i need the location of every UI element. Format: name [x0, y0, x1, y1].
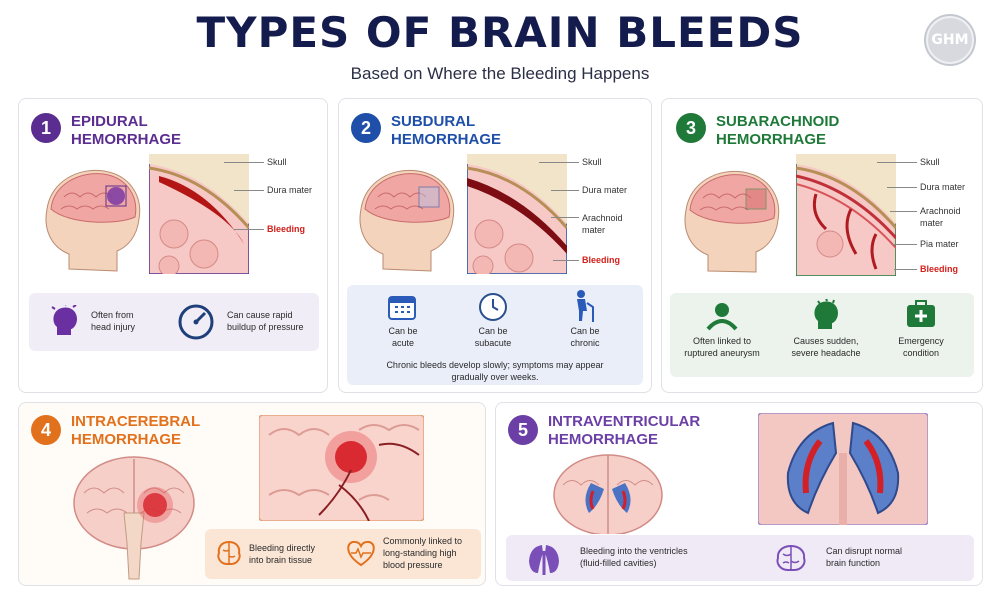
card-intraventricular: 5 INTRAVENTRICULAR HEMORRHAGE Bleeding i… [495, 402, 983, 586]
ventricles-icon [529, 545, 559, 575]
head-injury-icon [51, 305, 77, 335]
facts-box: Bleeding into the ventricles (fluid-fill… [506, 535, 974, 581]
logo-text: GHM [931, 32, 969, 48]
layer-label: Arachnoid mater [920, 206, 961, 228]
intracerebral-closeup [259, 415, 424, 521]
ventricle-closeup [758, 413, 928, 525]
head-profile-illustration [684, 170, 780, 273]
fact-text: Can be acute [388, 326, 418, 348]
facts-box: Bleeding directly into brain tissue Comm… [205, 529, 481, 579]
page-subtitle: Based on Where the Bleeding Happens [350, 64, 650, 83]
fact-text: Bleeding directly into brain tissue [249, 543, 316, 565]
page-title: TYPES OF BRAIN BLEEDS [196, 8, 804, 57]
calendar-icon [388, 296, 416, 320]
aneurysm-icon [706, 303, 738, 331]
epidural-cross-section [149, 154, 249, 274]
fact-text: Can be subacute [474, 326, 512, 348]
head-profile-illustration [359, 169, 455, 272]
brain-outline-icon [776, 544, 806, 571]
layer-label: Pia mater [920, 239, 959, 249]
fact-text: Bleeding into the ventricles (fluid-fill… [580, 546, 688, 568]
heart-pulse-icon [347, 540, 375, 567]
fact-text: Emergency condition [898, 336, 944, 358]
emergency-kit-icon [907, 300, 935, 327]
brain-icon [217, 540, 241, 565]
layer-label: Skull [920, 157, 940, 167]
fact-text: Commonly linked to long-standing high bl… [383, 536, 463, 570]
fact-text: Can cause rapid buildup of pressure [227, 310, 304, 332]
chronic-note: Chronic bleeds develop slowly; symptoms … [386, 360, 604, 382]
layer-label: Dura mater [920, 182, 966, 192]
headache-icon [814, 299, 838, 329]
card-number: 1 [31, 113, 61, 143]
fact-text: Can be chronic [570, 326, 600, 348]
card-number: 2 [351, 113, 381, 143]
card-number: 3 [676, 113, 706, 143]
fact-text: Often from head injury [91, 310, 136, 332]
fact-text: Often linked to ruptured aneurysm [684, 336, 760, 358]
bleeding-label: Bleeding [582, 255, 621, 265]
subdural-cross-section [467, 154, 567, 274]
clock-icon [479, 293, 507, 321]
layer-label: Dura mater [267, 185, 313, 195]
card-heading: EPIDURAL HEMORRHAGE [71, 113, 182, 148]
brain-coronal-illustration [73, 456, 195, 580]
facts-box: Can be acute Can be subacute Can be chro… [347, 285, 643, 385]
fact-text: Can disrupt normal brain function [826, 546, 903, 568]
facts-box: Often linked to ruptured aneurysm Causes… [670, 293, 974, 377]
fact-text: Causes sudden, severe headache [791, 336, 861, 358]
pressure-gauge-icon [178, 304, 214, 340]
card-heading: INTRACEREBRAL HEMORRHAGE [71, 413, 201, 448]
card-epidural: 1 EPIDURAL HEMORRHAGE Skull Dura mater B… [18, 98, 328, 393]
card-number: 5 [508, 415, 538, 445]
brain-coronal-illustration [553, 454, 663, 534]
elderly-person-icon [577, 290, 594, 322]
subarachnoid-cross-section [796, 154, 896, 276]
card-intracerebral: 4 INTRACEREBRAL HEMORRHAGE Bleeding dire… [18, 402, 486, 586]
card-heading: SUBDURAL HEMORRHAGE [391, 113, 502, 148]
bleeding-label: Bleeding [267, 224, 306, 234]
layer-label: Dura mater [582, 185, 628, 195]
bleeding-label: Bleeding [920, 264, 959, 274]
layer-label: Skull [582, 157, 602, 167]
layer-label: Skull [267, 157, 287, 167]
card-heading: SUBARACHNOID HEMORRHAGE [716, 113, 840, 148]
ghm-logo: GHM [926, 16, 974, 64]
card-heading: INTRAVENTRICULAR HEMORRHAGE [548, 413, 701, 448]
card-subdural: 2 SUBDURAL HEMORRHAGE Skull Dura mater A… [338, 98, 652, 393]
head-profile-illustration [45, 169, 141, 272]
facts-box: Often from head injury Can cause rapid b… [29, 293, 319, 351]
card-number: 4 [31, 415, 61, 445]
layer-label: Arachnoid mater [582, 213, 623, 235]
card-subarachnoid: 3 SUBARACHNOID HEMORRHAGE Skull Dura mat… [661, 98, 983, 393]
